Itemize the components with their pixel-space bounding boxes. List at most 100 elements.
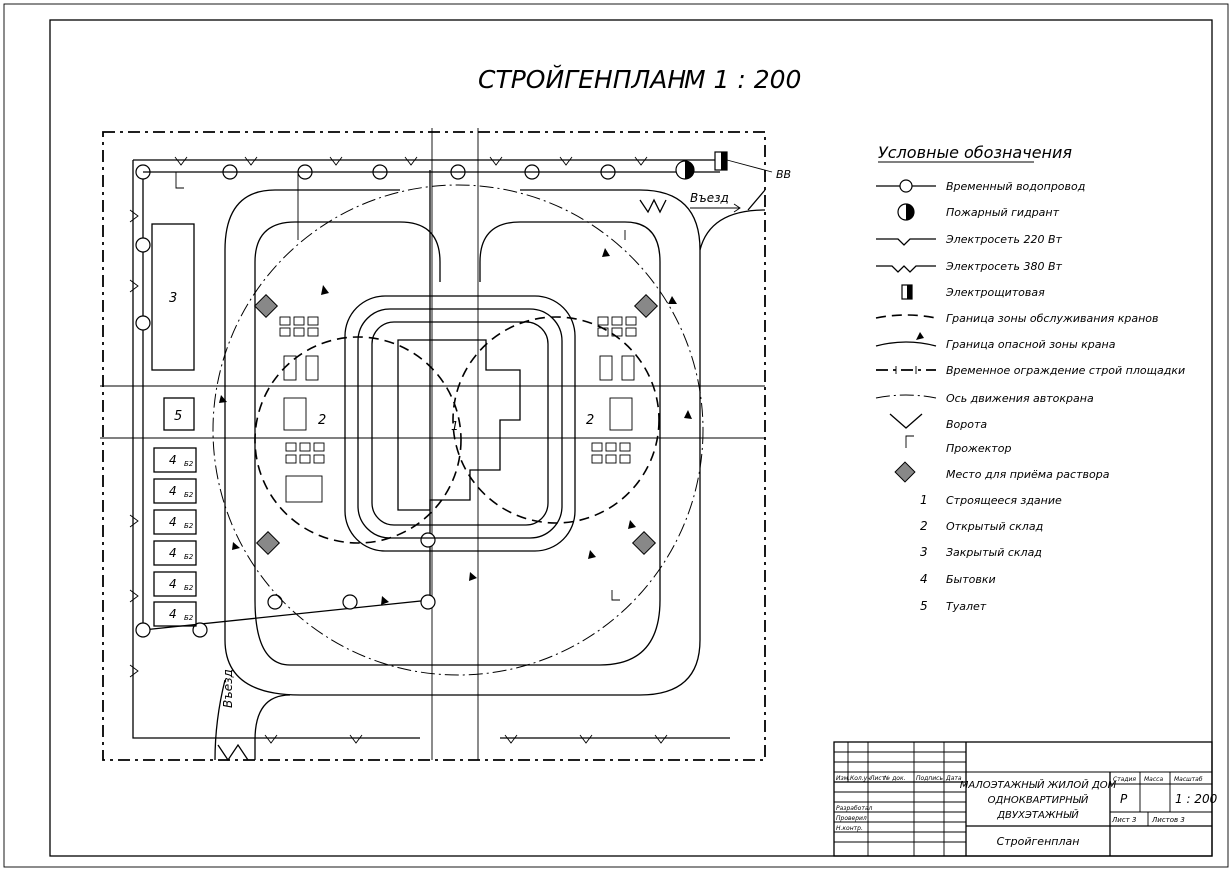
power-380-mark <box>639 198 667 214</box>
floodlights <box>175 172 626 601</box>
stamp-role: Проверил <box>836 815 867 822</box>
water-node <box>342 594 358 610</box>
water-node <box>192 622 208 638</box>
cabin-number: 4 <box>169 453 177 467</box>
stamp-stage: Р <box>1120 792 1128 806</box>
legend-label: Граница зоны обслуживания кранов <box>946 312 1158 325</box>
cabins <box>153 447 197 627</box>
cabin-tag: Б2 <box>184 522 194 530</box>
legend-num: 5 <box>920 599 928 613</box>
cabin-tag: Б2 <box>184 584 194 592</box>
page-title: СТРОЙГЕНПЛАН <box>478 65 686 94</box>
legend-num: 3 <box>920 545 928 559</box>
stamp-head: Лист <box>869 775 886 782</box>
legend-label: Электросеть 380 Вт <box>945 260 1062 273</box>
power-ticks-top <box>174 156 648 166</box>
legend: Условные обозначения <box>875 143 1185 613</box>
legend-num: 2 <box>920 519 928 533</box>
legend-label: Граница опасной зоны крана <box>946 338 1116 351</box>
road-exit-top <box>699 209 766 251</box>
legend-symbols <box>875 179 937 483</box>
legend-label: Электросеть 220 Вт <box>945 233 1062 246</box>
closed-storage <box>151 223 195 371</box>
open-storage-left <box>279 316 325 503</box>
site-plan: ВВ Въезд 1 <box>100 128 791 762</box>
power-ticks-left <box>129 209 139 678</box>
stamp-head: Кол.уч <box>850 775 871 782</box>
inner-frame <box>49 19 1213 857</box>
water-node <box>135 315 151 331</box>
stamp-scale: 1 : 200 <box>1175 792 1218 806</box>
closed-storage-number: 3 <box>169 291 177 306</box>
legend-title: Условные обозначения <box>878 143 1072 162</box>
stamp-project: ДВУХЭТАЖНЫЙ <box>996 808 1079 821</box>
cabin-number: 4 <box>169 515 177 529</box>
power-ticks-bottom <box>264 734 668 744</box>
cabin-tag: Б2 <box>184 491 194 499</box>
stamp-project: ОДНОКВАРТИРНЫЙ <box>988 793 1089 806</box>
hydrant-fill <box>685 161 694 179</box>
cabin-tag: Б2 <box>184 553 194 561</box>
building-number: 1 <box>451 419 459 433</box>
stamp-project: МАЛОЭТАЖНЫЙ ЖИЛОЙ ДОМ <box>960 778 1117 791</box>
gate-top <box>747 189 766 211</box>
legend-label: Электрощитовая <box>945 286 1045 299</box>
outer-frame <box>3 3 1229 868</box>
bb-label: ВВ <box>776 168 791 181</box>
legend-label: Место для приёма раствора <box>946 468 1110 481</box>
stamp-sheet: Лист 3 <box>1111 816 1136 824</box>
open-storage-right <box>591 316 637 464</box>
stamp-scale-header: Масштаб <box>1174 776 1203 783</box>
water-node <box>420 594 436 610</box>
legend-num: 1 <box>920 493 928 507</box>
legend-label: Закрытый склад <box>946 546 1042 559</box>
road-outer <box>224 189 701 696</box>
power-line <box>132 159 720 739</box>
cabin-number: 4 <box>169 577 177 591</box>
title-block <box>833 741 1213 857</box>
crane-loop-outer <box>344 295 576 552</box>
open-storage-left-number: 2 <box>318 413 326 428</box>
stamp-head: № док. <box>883 775 906 782</box>
stamp-role: Н.контр. <box>836 825 863 832</box>
legend-label: Бытовки <box>946 573 996 586</box>
toilet-number: 5 <box>174 409 182 424</box>
bb-leader <box>726 159 773 173</box>
road-inner <box>254 221 661 666</box>
open-storage-right-number: 2 <box>586 413 594 428</box>
crane-zone-right <box>452 316 660 524</box>
water-pipe <box>142 170 431 631</box>
crane-loop-mid <box>357 308 563 539</box>
stamp-stage-header: Стадия <box>1113 776 1136 783</box>
entry-arrow-top <box>690 203 741 213</box>
legend-label: Прожектор <box>946 442 1011 455</box>
cabin-number: 4 <box>169 484 177 498</box>
stamp-role: Разработал <box>836 805 873 812</box>
cabin-tag: Б2 <box>184 614 194 622</box>
building-outline <box>397 339 521 511</box>
crane-zone-left <box>254 336 462 544</box>
water-node <box>135 237 151 253</box>
water-node <box>267 594 283 610</box>
crane-loop-inner <box>371 321 549 526</box>
entry-label-left: Въезд <box>221 669 235 708</box>
toilet <box>163 397 195 431</box>
legend-label: Пожарный гидрант <box>946 206 1060 219</box>
stamp-sheets: Листов 3 <box>1151 816 1185 824</box>
legend-num: 4 <box>920 572 928 586</box>
water-node <box>420 532 436 548</box>
danger-zone <box>212 184 704 676</box>
entry-label-top: Въезд <box>690 191 729 205</box>
scale-title: М 1 : 200 <box>684 65 801 94</box>
stamp-head: Изм. <box>836 775 850 782</box>
cabin-tag: Б2 <box>184 460 194 468</box>
road-exit-left <box>214 679 291 761</box>
legend-label: Временное ограждение строй площадки <box>946 364 1185 377</box>
water-node <box>135 622 151 638</box>
cabin-number: 4 <box>169 546 177 560</box>
stamp-head: Подпись <box>916 775 943 782</box>
stamp-sheet-name: Стройгенплан <box>997 835 1080 848</box>
legend-label: Ворота <box>946 418 987 431</box>
legend-label: Временный водопровод <box>946 180 1085 193</box>
